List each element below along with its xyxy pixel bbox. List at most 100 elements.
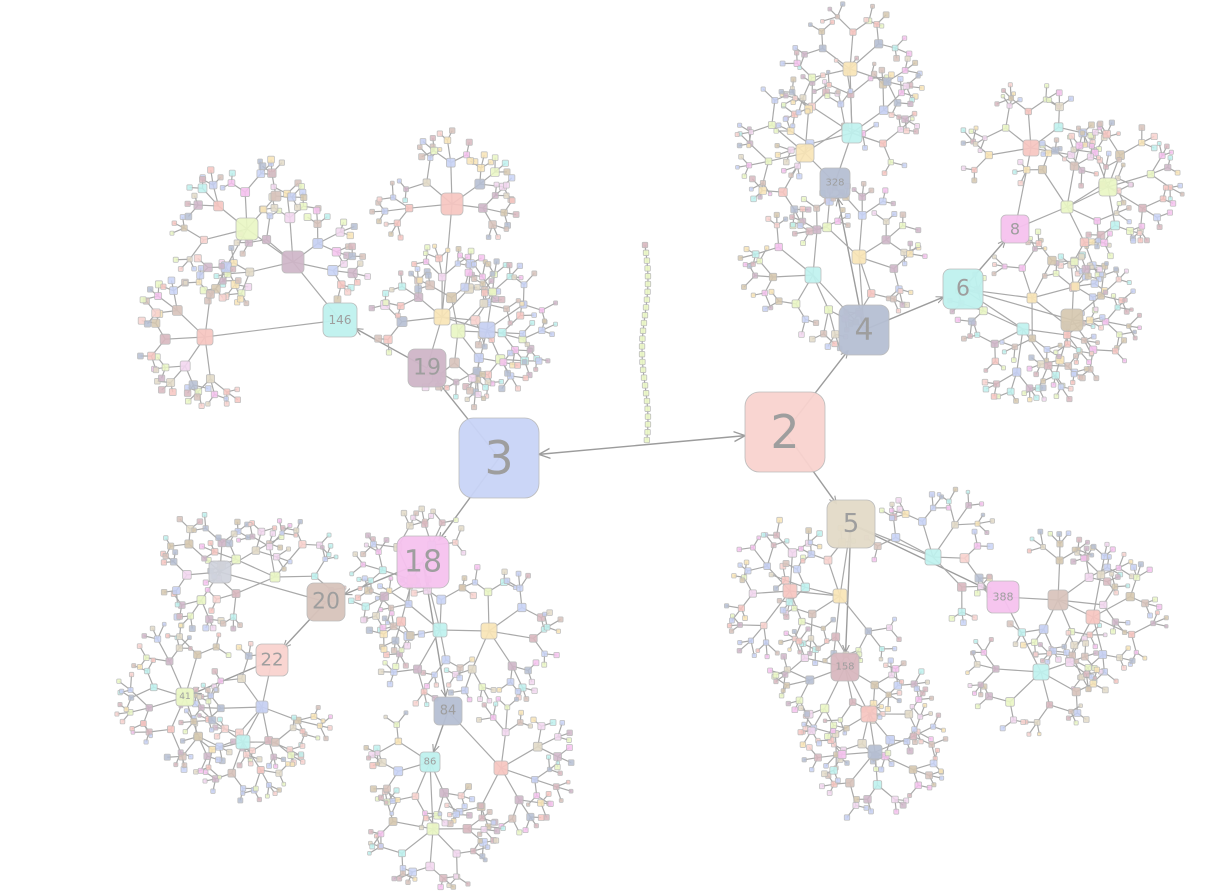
tree-node-1608[interactable] [750, 544, 756, 551]
tree-node-740[interactable] [508, 814, 517, 823]
tree-node-1297[interactable] [1089, 350, 1095, 356]
tree-node-219[interactable] [402, 197, 408, 203]
tree-node-904[interactable] [881, 170, 888, 176]
tree-node-1547[interactable] [1065, 715, 1072, 721]
tree-node-1216[interactable] [1113, 210, 1120, 216]
tree-node-238[interactable] [466, 157, 475, 165]
tree-node-630[interactable] [532, 659, 540, 667]
tree-node-1527[interactable] [1039, 658, 1045, 664]
tree-node-276[interactable] [511, 274, 518, 281]
tree-node-1829[interactable] [389, 811, 395, 816]
ll-hub-0[interactable] [208, 560, 232, 584]
tree-node-1717[interactable] [928, 711, 933, 716]
tree-node-1682[interactable] [913, 685, 920, 692]
tree-node-255[interactable] [512, 211, 520, 218]
tree-node-1787[interactable] [799, 741, 807, 748]
tree-node-1627[interactable] [892, 646, 898, 652]
tree-node-522[interactable] [215, 534, 222, 541]
tree-node-1600[interactable] [723, 603, 730, 609]
tree-node-1838[interactable] [369, 762, 377, 770]
tree-node-1013[interactable] [858, 192, 867, 201]
tree-node-1156[interactable] [1168, 149, 1174, 155]
tree-node-33[interactable] [312, 206, 321, 215]
tree-node-965[interactable] [775, 297, 783, 305]
tree-node-1310[interactable] [1021, 390, 1027, 396]
tree-node-990[interactable] [789, 214, 795, 220]
tree-node-914[interactable] [759, 179, 767, 187]
tree-node-1431[interactable] [1026, 548, 1032, 554]
tree-node-1593[interactable] [728, 628, 735, 634]
tree-node-1403[interactable] [946, 498, 952, 505]
tree-node-868[interactable] [781, 102, 787, 108]
tree-node-1758[interactable] [806, 744, 813, 751]
tree-node-732[interactable] [537, 799, 545, 807]
tree-node-821[interactable] [357, 585, 363, 591]
tree-node-1743[interactable] [845, 778, 855, 788]
tree-node-1202[interactable] [1088, 143, 1095, 150]
tree-node-746[interactable] [477, 831, 483, 837]
tree-node-96[interactable] [270, 190, 282, 202]
tree-node-504[interactable] [230, 625, 237, 632]
tree-node-1792[interactable] [805, 675, 815, 685]
tree-node-1173[interactable] [1137, 237, 1144, 244]
tree-node-225[interactable] [446, 157, 456, 168]
lr-hub-1[interactable] [1047, 589, 1069, 611]
tree-node-244[interactable] [503, 168, 511, 176]
tree-node-855[interactable] [782, 158, 790, 166]
tree-node-1135[interactable] [1062, 156, 1067, 162]
node-18-box[interactable] [396, 535, 450, 589]
tree-node-1836[interactable] [369, 785, 378, 793]
tree-node-240[interactable] [487, 159, 494, 166]
node-6-box[interactable] [942, 268, 984, 310]
tree-node-1069[interactable] [870, 3, 875, 9]
tree-node-1754[interactable] [821, 770, 828, 778]
tree-node-532[interactable] [298, 540, 307, 549]
tree-node-738[interactable] [533, 823, 539, 829]
tree-node-343[interactable] [504, 369, 511, 377]
tree-node-311[interactable] [443, 384, 450, 391]
tree-node-195[interactable] [491, 295, 500, 303]
tree-node-297[interactable] [498, 385, 506, 393]
tree-node-834[interactable] [406, 521, 414, 530]
tree-node-930[interactable] [737, 122, 743, 128]
tree-node-142[interactable] [139, 296, 147, 304]
tree-node-336[interactable] [526, 347, 533, 354]
tree-node-326[interactable] [515, 298, 521, 304]
tree-node-906[interactable] [790, 205, 799, 214]
tree-node-84[interactable] [208, 180, 218, 190]
tree-node-315[interactable] [414, 285, 423, 293]
tree-node-1843[interactable] [375, 761, 380, 767]
tree-node-1503[interactable] [1154, 610, 1160, 616]
tree-node-1815[interactable] [469, 796, 476, 803]
chain-node-2[interactable] [643, 257, 651, 264]
tree-node-1549[interactable] [1068, 708, 1074, 715]
tree-node-902[interactable] [887, 158, 894, 166]
tree-node-463[interactable] [275, 769, 283, 777]
tree-node-1440[interactable] [1085, 539, 1090, 545]
tree-node-854[interactable] [787, 146, 795, 154]
tree-node-629[interactable] [524, 666, 532, 675]
tree-node-1098[interactable] [973, 125, 979, 131]
tree-node-841[interactable] [418, 505, 425, 513]
tree-node-710[interactable] [549, 719, 557, 726]
r-hub-3[interactable] [1060, 308, 1084, 332]
tree-node-1426[interactable] [971, 614, 978, 621]
tree-node-716[interactable] [566, 744, 573, 751]
tree-node-1375[interactable] [1053, 349, 1059, 355]
tree-node-1734[interactable] [907, 793, 913, 798]
tree-node-1599[interactable] [729, 617, 735, 624]
tree-node-1583[interactable] [760, 621, 768, 630]
tree-node-386[interactable] [201, 512, 208, 518]
tree-node-1282[interactable] [1050, 382, 1057, 388]
tree-node-540[interactable] [322, 556, 329, 563]
tree-node-342[interactable] [514, 361, 522, 369]
tree-node-1713[interactable] [909, 732, 918, 741]
tree-node-1471[interactable] [1055, 656, 1062, 663]
tree-node-1700[interactable] [873, 766, 879, 772]
chain-node-6[interactable] [644, 288, 651, 295]
tree-node-267[interactable] [485, 261, 492, 268]
tree-node-521[interactable] [225, 539, 234, 548]
node-5-box[interactable] [826, 499, 876, 549]
tree-node-400[interactable] [285, 546, 292, 552]
tree-node-1271[interactable] [1122, 358, 1127, 364]
